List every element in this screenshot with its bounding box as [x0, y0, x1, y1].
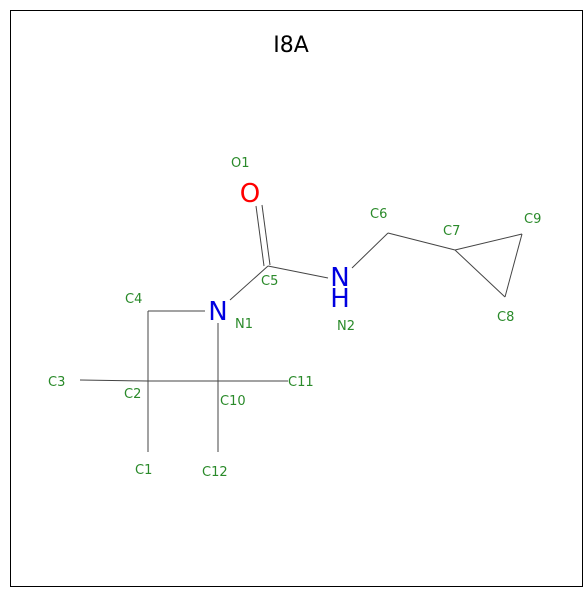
- atom-label-c7: C7: [443, 224, 460, 239]
- atom-label-c12: C12: [202, 465, 228, 480]
- nitrogen-n2-symbol: N: [330, 263, 349, 293]
- atom-label-c9: C9: [524, 212, 541, 227]
- oxygen-o1-symbol: O: [240, 179, 260, 209]
- atom-label-c1: C1: [135, 463, 152, 478]
- nitrogen-n1-symbol: N: [208, 297, 227, 327]
- bond-c7-c8: [454, 249, 506, 298]
- atom-label-c3: C3: [48, 375, 65, 390]
- atom-label-c10: C10: [220, 394, 246, 409]
- bonds: [79, 204, 523, 452]
- molecule-title: I8A: [273, 33, 309, 58]
- atom-label-c11: C11: [288, 375, 314, 390]
- bond-n2-c6: [351, 232, 389, 269]
- viewer-border: [10, 10, 583, 587]
- atom-label-n1: N1: [235, 317, 253, 332]
- bond-c5-o1-b: [261, 204, 271, 266]
- atom-label-c2: C2: [124, 387, 141, 402]
- bond-c5-n1: [229, 265, 269, 301]
- atom-label-o1: O1: [231, 156, 250, 171]
- atom-labels: O1 N1 N2 C1 C2 C3 C4 C5 C6 C7 C8 C9 C10 …: [48, 156, 541, 480]
- atom-label-c5: C5: [261, 274, 278, 289]
- hydrogen-n2-symbol: H: [330, 284, 350, 314]
- bond-c2-c3: [79, 379, 149, 382]
- bond-c8-c9: [504, 233, 523, 298]
- atom-label-n2: N2: [337, 319, 355, 334]
- atom-label-c6: C6: [370, 207, 387, 222]
- atom-label-c4: C4: [125, 292, 142, 307]
- bond-c7-c9: [454, 233, 523, 251]
- atom-label-c8: C8: [497, 310, 514, 325]
- bond-c5-o1-a: [255, 205, 265, 267]
- bond-c5-n2: [267, 265, 329, 279]
- bond-c6-c7: [387, 232, 456, 251]
